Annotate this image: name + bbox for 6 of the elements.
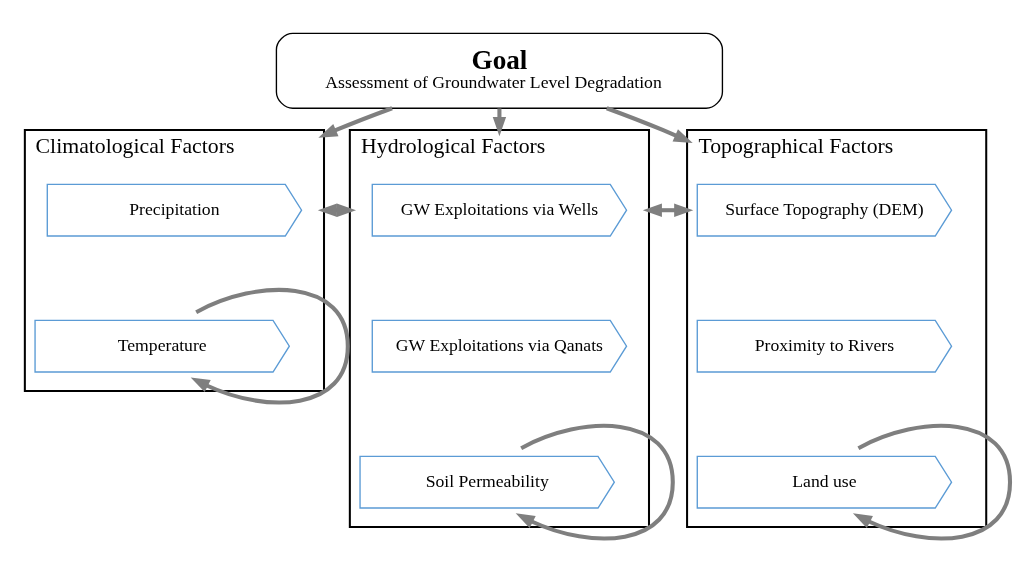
arrow bbox=[642, 203, 694, 217]
arrow bbox=[515, 423, 675, 540]
node-box: Goal Assessment of Groundwater Level Degradation bbox=[275, 32, 724, 109]
arrow bbox=[190, 287, 350, 404]
arrow bbox=[317, 203, 356, 217]
arrow bbox=[852, 423, 1013, 540]
